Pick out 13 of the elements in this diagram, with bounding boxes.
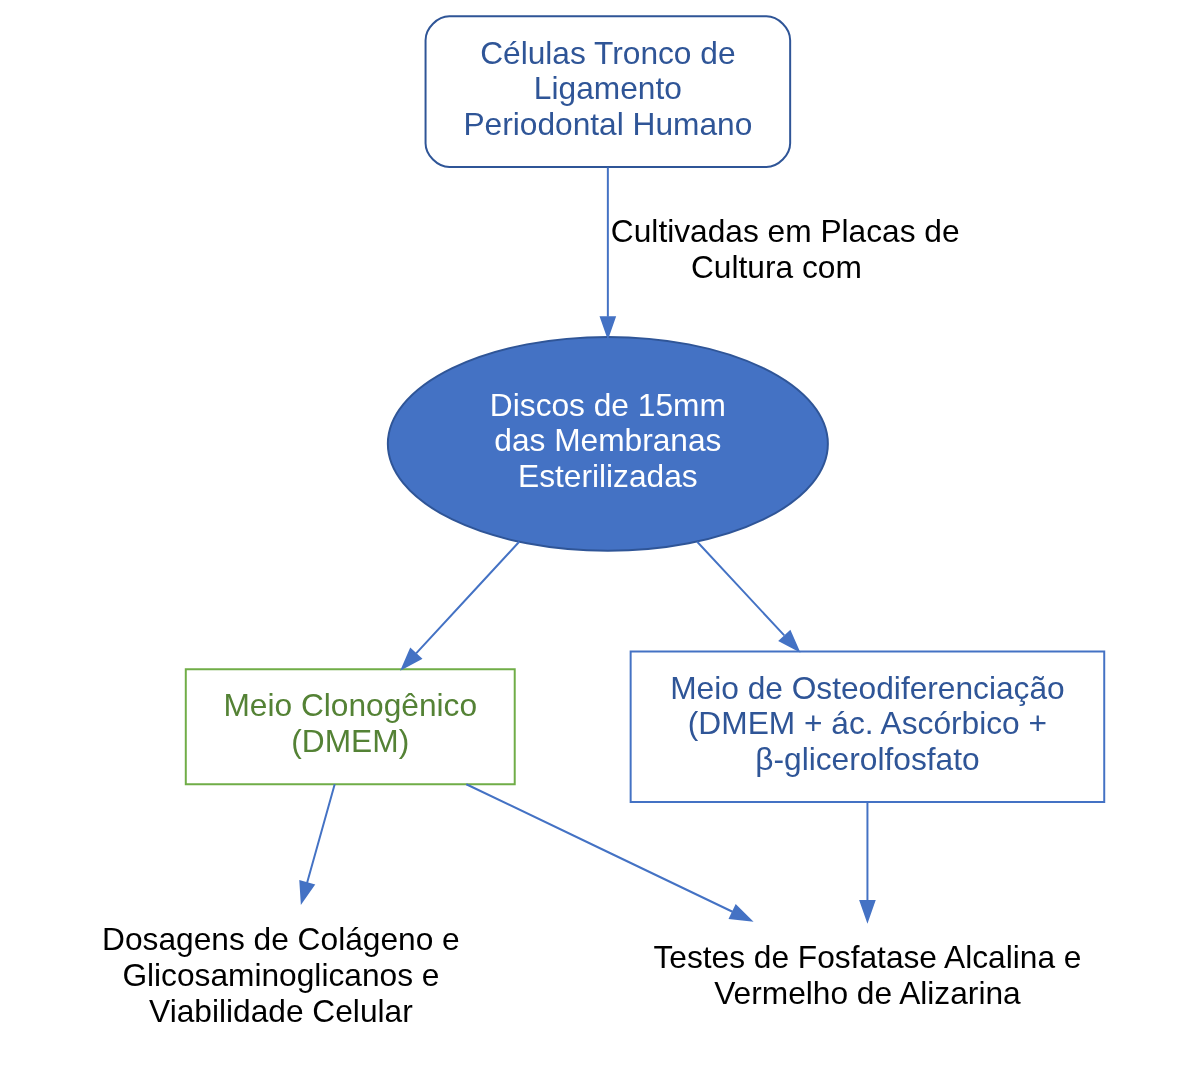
node-ellipse: Discos de 15mm das Membranas Esterilizadas [386, 335, 829, 552]
arrow [400, 540, 521, 671]
edge-label: Cultivadas em Placas de Cultura com [610, 212, 960, 285]
node-text: Dosagens de Colágeno e Glicosaminoglicanos e Viabilidade Celular [102, 921, 460, 1029]
arrow [696, 540, 801, 653]
arrow [299, 783, 336, 906]
node-box: Meio de Osteodiferenciação (DMEM + ác. Ascórbico + β-glicerolfosfato [629, 650, 1106, 803]
node-box: Meio Clonogênico (DMEM) [184, 668, 516, 786]
node-box: Células Tronco de Ligamento Periodontal Humano [424, 15, 792, 168]
node-text: Testes de Fosfatase Alcalina e Vermelho de Alizarina [653, 939, 1082, 1011]
arrow [465, 783, 754, 922]
arrow [599, 166, 617, 341]
arrow [859, 801, 876, 924]
